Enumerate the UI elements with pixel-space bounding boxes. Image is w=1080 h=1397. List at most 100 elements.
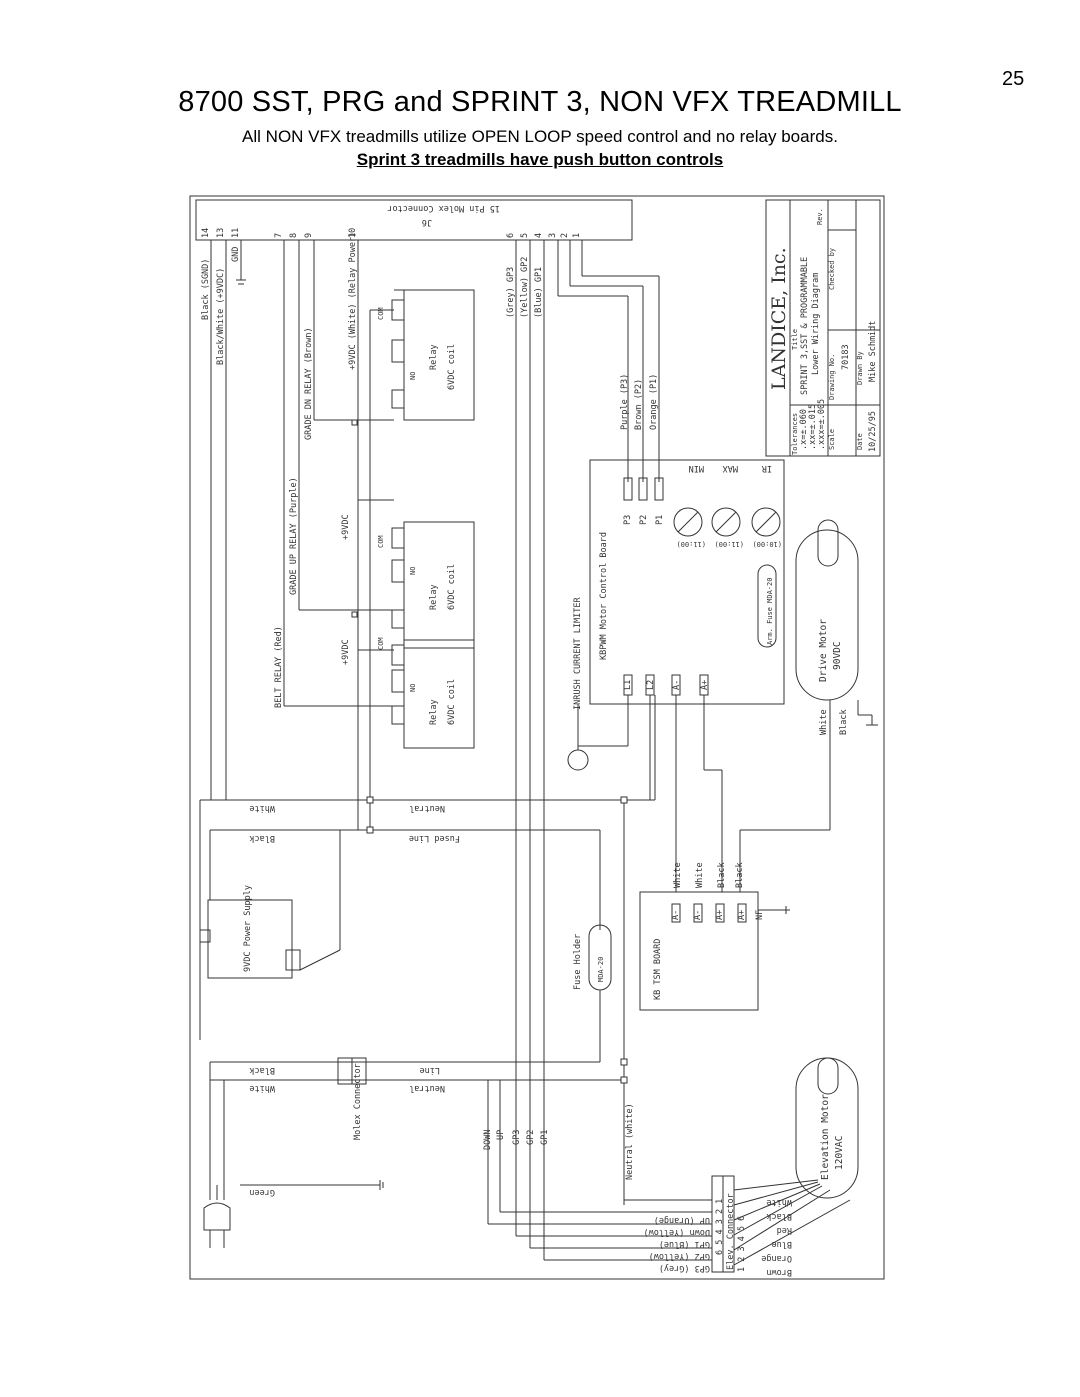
elev-wire-down: Down (Yellow) [643, 1227, 710, 1237]
pin-8-label: GRADE UP RELAY (Purple) [289, 477, 299, 595]
elev-connector [711, 1175, 735, 1273]
label-black-2: Black [249, 1065, 275, 1075]
pot-wire-p1: Orange (P1) [649, 374, 659, 430]
control-board-name: KBPWM Motor Control Board [599, 532, 609, 660]
terminal-a-plus: A+ [700, 680, 710, 690]
trimpot-ir-time: (10:00) [752, 540, 782, 548]
relay-1 [391, 289, 475, 421]
relay-2-com: COM [377, 535, 385, 548]
label-white-2: White [249, 1083, 275, 1093]
elev-wire-up: UP (Orange) [654, 1215, 710, 1225]
relay-3-coil: 6VDC coil [447, 679, 457, 725]
lead-gp2: GP2 [526, 1130, 536, 1145]
relay-2-name: Relay [429, 584, 439, 610]
pin-4-label: (Blue) GP1 [534, 267, 544, 318]
fuse-holder-fuse: MDA-20 [597, 957, 605, 982]
arm-fuse-label: Arm. Fuse MDA-20 [766, 578, 774, 645]
drive-motor-name: Drive Motor [818, 619, 829, 682]
title-label: Title [791, 329, 799, 350]
power-supply-name: 9VDC Power Supply [243, 885, 253, 972]
tsm-board-name: KB TSM BOARD [653, 939, 663, 1000]
tsm-wire-3: Black [717, 862, 727, 888]
relay-3-com: COM [377, 637, 385, 650]
pin-11-label: GND [231, 247, 241, 262]
checked-by-label: Checked by [828, 248, 836, 290]
molex-name: Molex Connector [353, 1063, 363, 1140]
drive-motor-black: Black [839, 709, 849, 735]
company-name: LANDICE, Inc. [768, 247, 790, 390]
relay-1-name: Relay [429, 344, 439, 370]
elev-motor-red: Red [777, 1225, 792, 1235]
tsm-terminal-1: A- [671, 910, 681, 920]
pin-10-label: +9VDC (White) (Relay Power) [348, 232, 358, 370]
elev-motor-black: Black [766, 1211, 792, 1221]
fuse-holder-name: Fuse Holder [573, 934, 583, 990]
elev-wire-gp2: GP2 (Yellow) [649, 1251, 710, 1261]
pin-7-label: BELT RELAY (Red) [274, 626, 284, 708]
tolerance-3: .xxx=±.005 [817, 399, 827, 450]
date-value: 10/25/95 [868, 411, 878, 452]
elevation-motor-rating: 120VAC [834, 1136, 845, 1170]
trimpot-ir: IR [761, 463, 772, 473]
title-line-2: Lower Wiring Diagram [811, 273, 821, 375]
drawing-no-label: Drawing No. [828, 354, 836, 400]
pot-wire-p2: Brown (P2) [634, 379, 644, 430]
inrush-limiter [567, 749, 589, 771]
label-line: Line [420, 1065, 440, 1075]
pin-13-label: Black/White (+9VDC) [216, 268, 226, 365]
pin-13-num: 13 [216, 228, 226, 238]
terminal-l1: L1 [623, 680, 633, 690]
tsm-wire-2: White [695, 862, 705, 888]
elev-motor-orange: Orange [761, 1253, 792, 1263]
tsm-terminal-nf: NF [755, 910, 765, 920]
label-fused-line: Fused Line [409, 833, 460, 843]
page-title: 8700 SST, PRG and SPRINT 3, NON VFX TREA… [178, 86, 902, 118]
relay-2-no: NO [409, 567, 417, 575]
tsm-terminal-4: A+ [737, 910, 747, 920]
drawing-no: 70183 [841, 344, 851, 370]
pin-2-num: 2 [560, 233, 570, 238]
relay-3 [391, 639, 475, 749]
label-neutral-white: Neutral (white) [625, 1103, 635, 1180]
relay-2-coil: 6VDC coil [447, 564, 457, 610]
terminal-l2: L2 [646, 680, 656, 690]
lead-gp1: GP1 [540, 1130, 550, 1145]
pin-8-num: 8 [289, 233, 299, 238]
elevation-motor-name: Elevation Motor [820, 1094, 831, 1180]
page-number: 25 [1002, 68, 1025, 90]
tolerance-1: .x=±.060 [799, 409, 809, 450]
pin-3-num: 3 [548, 233, 558, 238]
drive-motor-rating: 90VDC [832, 641, 843, 670]
drive-motor [795, 519, 878, 726]
tsm-wire-4: Black [735, 862, 745, 888]
j6-name: 15 Pin Molex Connector [387, 203, 500, 213]
tolerances-label: Tolerances [791, 413, 799, 455]
diagram-border [189, 195, 885, 1280]
pin-6-label: (Grey) GP3 [506, 267, 516, 318]
relay-3-name: Relay [429, 699, 439, 725]
pin-4-num: 4 [534, 233, 544, 238]
tsm-terminal-2: A- [693, 910, 703, 920]
terminal-a-minus: A- [672, 680, 682, 690]
relay-1-no: NO [409, 372, 417, 380]
elev-motor-blue: Blue [772, 1239, 792, 1249]
lead-gp3: GP3 [512, 1130, 522, 1145]
pin-9-num: 9 [304, 233, 314, 238]
elev-connector-pins-top: 6 5 4 3 2 1 [715, 1199, 725, 1255]
pin-10-num: 10 [348, 228, 358, 238]
relay-3-supply: +9VDC [341, 639, 351, 665]
tolerance-2: .xx=±.015 [808, 404, 818, 450]
drawn-by-label: Drawn By [856, 351, 864, 385]
pin-5-num: 5 [520, 233, 530, 238]
j6-connector [195, 199, 633, 241]
fuse-holder [588, 924, 612, 991]
power-supply [199, 830, 341, 979]
elev-motor-white: White [766, 1197, 792, 1207]
drive-motor-white: White [819, 709, 829, 735]
date-label: Date [856, 433, 864, 450]
label-black-1: Black [249, 833, 275, 843]
pin-14-num: 14 [201, 228, 211, 238]
elev-connector-name: Elev. Connector [726, 1193, 736, 1270]
j6-ref: J6 [422, 217, 432, 227]
drawn-by: Mike Schmidt [868, 321, 878, 382]
